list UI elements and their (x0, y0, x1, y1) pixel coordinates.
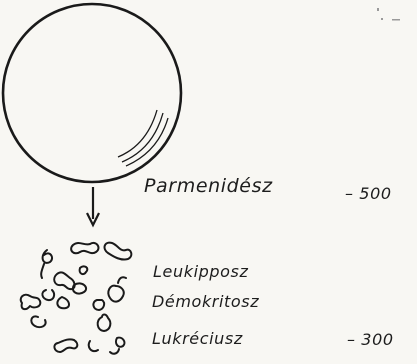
atomist-label-demokritosz: Démokritosz (152, 292, 259, 311)
atoms-cluster-icon (21, 243, 132, 354)
arrow-down-icon (87, 187, 99, 225)
atomist-label-leukipposz: Leukipposz (153, 262, 248, 281)
sphere-icon (3, 4, 181, 182)
speck-marks (377, 8, 400, 21)
atomists-date: – 300 (347, 330, 394, 349)
parmenides-date: – 500 (345, 184, 392, 203)
parmenides-label: Parmenidész (144, 175, 273, 197)
atomist-label-lukreciusz: Lukréciusz (152, 329, 243, 348)
